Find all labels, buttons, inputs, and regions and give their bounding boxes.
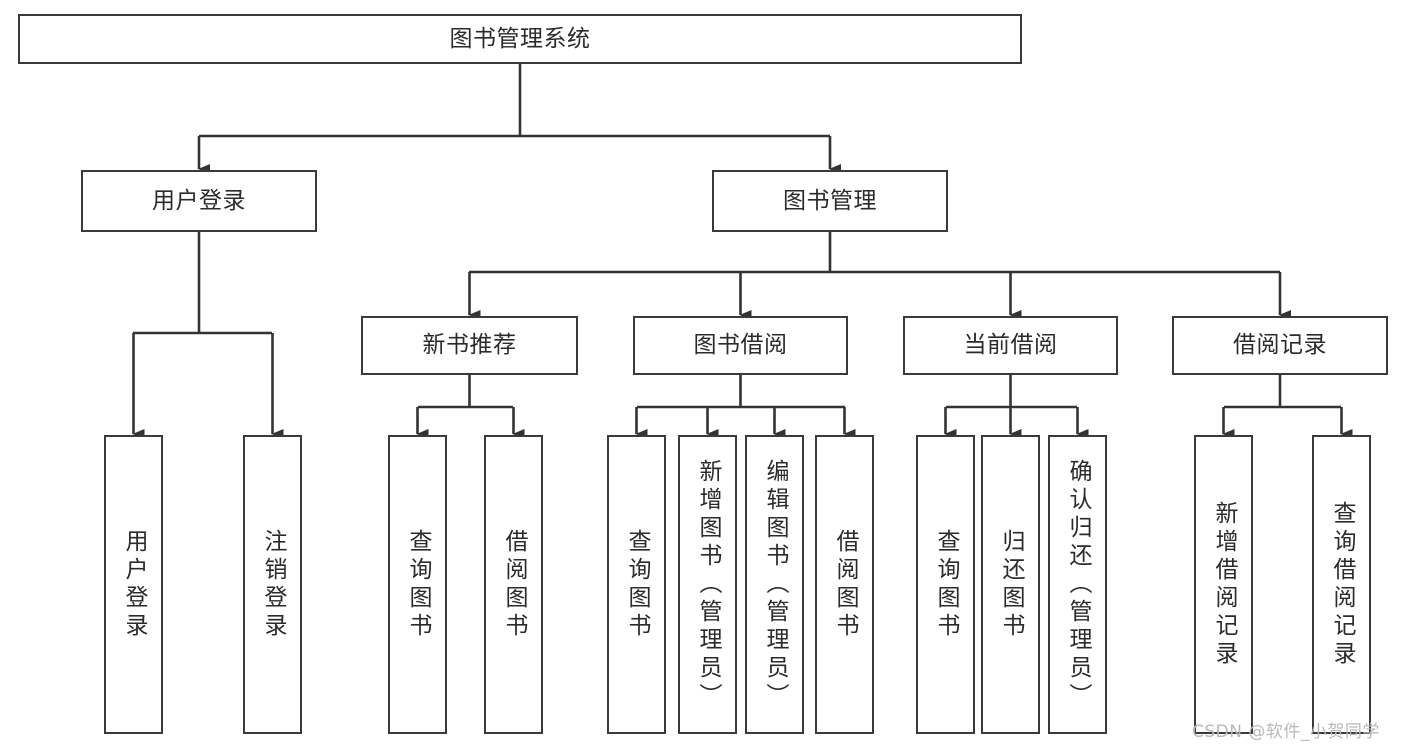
node-label: 用户登录 [152, 187, 246, 214]
node-label: 用户登录 [121, 528, 147, 641]
node-leaf_add_book[interactable]: 新增图书（管理员） [678, 435, 737, 734]
node-leaf_confirm_ret[interactable]: 确认归还（管理员） [1048, 435, 1107, 734]
node-label: 注销登录 [260, 528, 286, 641]
node-leaf_query_book1[interactable]: 查询图书 [388, 435, 447, 734]
node-leaf_return_book[interactable]: 归还图书 [981, 435, 1040, 734]
node-label: 新增图书（管理员） [695, 458, 721, 711]
node-label: 归还图书 [998, 528, 1024, 641]
node-label: 确认归还（管理员） [1065, 458, 1091, 711]
node-label: 新书推荐 [422, 332, 517, 358]
node-leaf_user_login[interactable]: 用户登录 [104, 435, 163, 734]
node-leaf_borrow_book2[interactable]: 借阅图书 [815, 435, 874, 734]
node-label: 借阅图书 [501, 528, 527, 641]
node-label: 借阅图书 [832, 528, 858, 641]
node-label: 图书管理系统 [449, 25, 591, 52]
node-leaf_add_record[interactable]: 新增借阅记录 [1194, 435, 1253, 734]
node-label: 查询图书 [405, 528, 431, 641]
node-book_borrow[interactable]: 图书借阅 [633, 316, 848, 375]
node-leaf_query_book2[interactable]: 查询图书 [607, 435, 666, 734]
node-user_login[interactable]: 用户登录 [81, 170, 317, 232]
node-leaf_edit_book[interactable]: 编辑图书（管理员） [745, 435, 804, 734]
node-label: 查询图书 [624, 528, 650, 641]
node-book_manage[interactable]: 图书管理 [712, 170, 948, 232]
node-borrow_record[interactable]: 借阅记录 [1172, 316, 1388, 375]
node-label: 借阅记录 [1233, 332, 1327, 358]
node-label: 查询借阅记录 [1329, 500, 1355, 669]
node-label: 图书管理 [783, 187, 877, 214]
node-label: 编辑图书（管理员） [762, 458, 788, 711]
node-label: 新增借阅记录 [1211, 500, 1237, 669]
node-label: 图书借阅 [693, 332, 788, 358]
node-leaf_borrow_book1[interactable]: 借阅图书 [484, 435, 543, 734]
node-leaf_query_record[interactable]: 查询借阅记录 [1312, 435, 1371, 734]
node-root[interactable]: 图书管理系统 [18, 14, 1022, 64]
node-label: 当前借阅 [963, 332, 1058, 358]
node-current_borrow[interactable]: 当前借阅 [903, 316, 1118, 375]
node-label: 查询图书 [933, 528, 959, 641]
node-new_book_rec[interactable]: 新书推荐 [361, 316, 578, 375]
node-leaf_query_book3[interactable]: 查询图书 [916, 435, 975, 734]
csdn-watermark: CSDN @软件_小贺同学 [1192, 722, 1380, 742]
node-leaf_logout[interactable]: 注销登录 [243, 435, 302, 734]
